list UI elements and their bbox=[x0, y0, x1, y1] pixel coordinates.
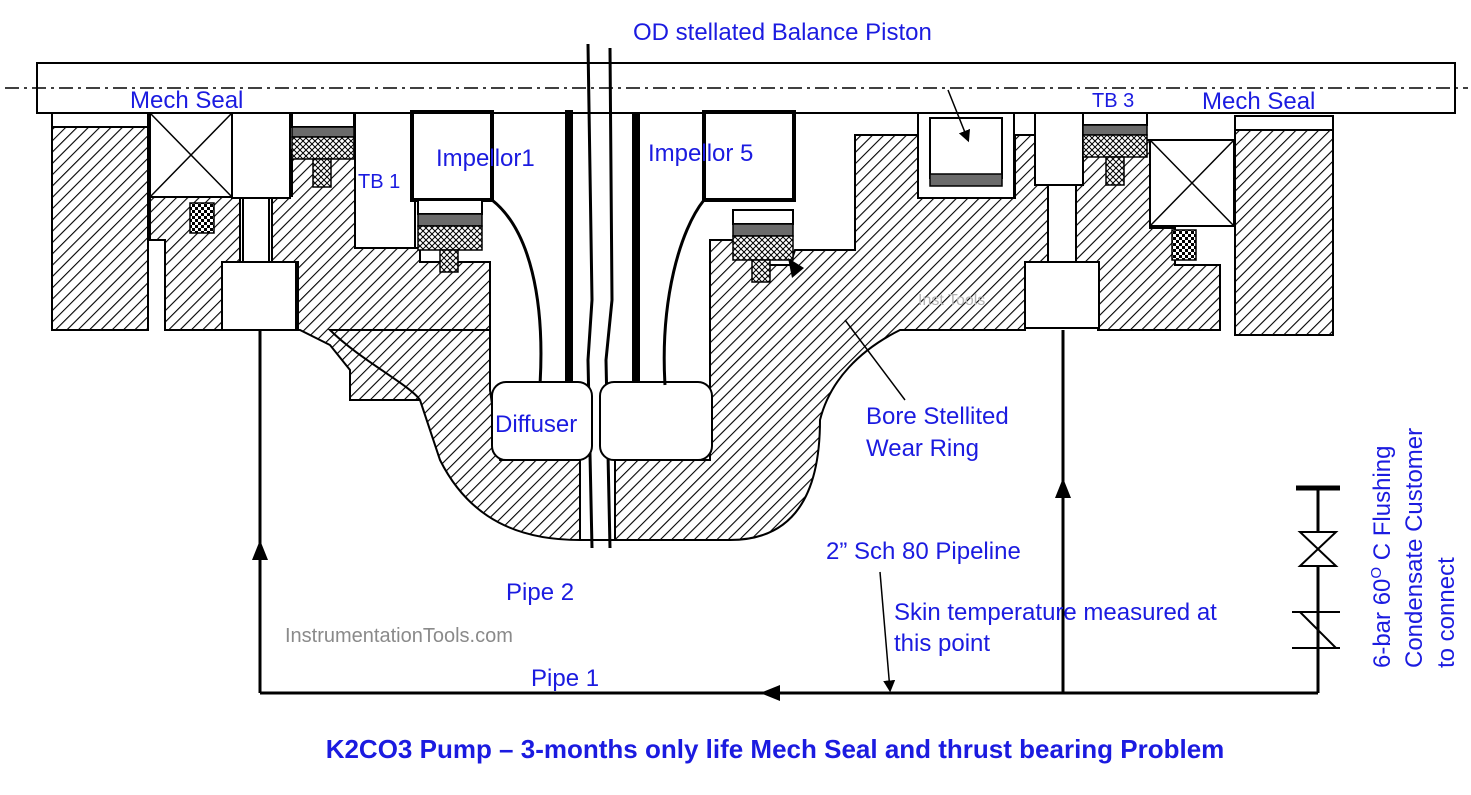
flush-piping bbox=[252, 330, 1340, 701]
skin-temp-leader bbox=[879, 571, 896, 693]
svg-text:6-bar 60O C Flushing: 6-bar 60O C Flushing bbox=[1368, 446, 1396, 668]
label-mech-seal-right: Mech Seal bbox=[1202, 88, 1315, 115]
valve-icon bbox=[1297, 531, 1339, 567]
label-tb3: TB 3 bbox=[1092, 90, 1134, 112]
label-impellor5: Impellor 5 bbox=[648, 140, 753, 167]
label-skin-temp-1: Skin temperature measured at bbox=[894, 599, 1217, 626]
pipe1-left-arrow-icon bbox=[760, 685, 780, 701]
label-pipeline: 2” Sch 80 Pipeline bbox=[826, 538, 1021, 565]
wear-ring-arrow-icon bbox=[788, 258, 804, 278]
label-diffuser: Diffuser bbox=[495, 411, 577, 438]
watermark-faint: Inst Tools bbox=[918, 292, 985, 309]
impellor-1 bbox=[410, 110, 543, 386]
pipe-up-arrow-icon bbox=[1055, 478, 1071, 498]
right-mech-seal bbox=[1024, 112, 1235, 329]
pipe2-up-arrow-icon bbox=[252, 540, 268, 560]
label-pipe1: Pipe 1 bbox=[531, 665, 599, 692]
svg-text:to connect: to connect bbox=[1433, 557, 1460, 668]
wear-ring-leader bbox=[844, 319, 906, 401]
watermark-main: InstrumentationTools.com bbox=[285, 625, 513, 647]
label-mech-seal-left: Mech Seal bbox=[130, 87, 243, 114]
label-flushing: 6-bar 60O C Flushing Condensate Customer… bbox=[1368, 428, 1460, 668]
diffuser bbox=[491, 381, 713, 461]
label-pipe2: Pipe 2 bbox=[506, 579, 574, 606]
impellor-5 bbox=[662, 110, 796, 386]
left-mech-seal bbox=[149, 112, 297, 331]
thrust-bearing-1 bbox=[291, 112, 416, 249]
pump-casing bbox=[51, 114, 1334, 541]
label-skin-temp-2: this point bbox=[894, 630, 990, 657]
label-wear-ring-2: Wear Ring bbox=[866, 435, 979, 462]
balance-piston bbox=[917, 112, 1015, 199]
label-balance-piston: OD stellated Balance Piston bbox=[633, 19, 932, 46]
check-valve-icon bbox=[1299, 611, 1337, 649]
balance-piston-leader bbox=[947, 89, 971, 143]
diagram-title: K2CO3 Pump – 3-months only life Mech Sea… bbox=[326, 734, 1225, 764]
label-tb1: TB 1 bbox=[358, 171, 400, 193]
svg-text:Condensate Customer: Condensate Customer bbox=[1401, 428, 1428, 668]
label-wear-ring-1: Bore Stellited bbox=[866, 403, 1009, 430]
left-cap bbox=[51, 112, 149, 128]
right-cap bbox=[1234, 115, 1334, 131]
label-impellor1: Impellor1 bbox=[436, 145, 535, 172]
